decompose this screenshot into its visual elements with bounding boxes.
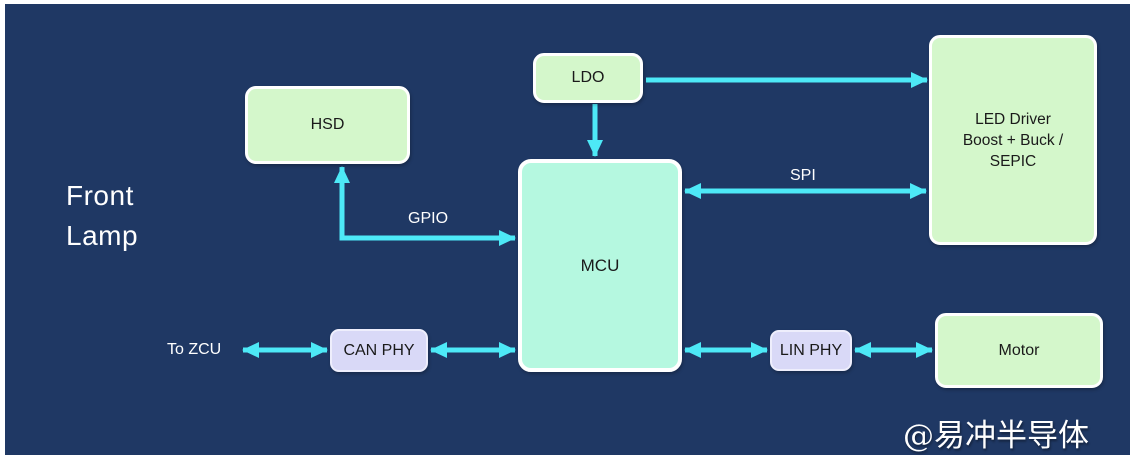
- led-driver-label-line1: LED Driver: [975, 110, 1051, 128]
- block-hsd: HSD: [245, 86, 410, 164]
- ldo-label: LDO: [571, 69, 605, 86]
- block-ldo: LDO: [533, 53, 643, 103]
- block-can-phy: CAN PHY: [330, 329, 428, 372]
- hsd-label: HSD: [310, 116, 345, 133]
- label-to-zcu: To ZCU: [167, 341, 222, 358]
- block-lin-phy: LIN PHY: [770, 330, 852, 371]
- block-mcu: MCU: [518, 159, 682, 372]
- diagram-title: Front Lamp: [66, 176, 138, 256]
- lin-phy-label: LIN PHY: [779, 341, 843, 359]
- block-motor: Motor: [935, 313, 1103, 388]
- watermark: @易冲半导体: [903, 418, 1089, 454]
- can-phy-label: CAN PHY: [343, 341, 415, 359]
- label-gpio: GPIO: [408, 210, 449, 227]
- block-led-driver: LED Driver Boost + Buck / SEPIC: [929, 35, 1097, 245]
- led-driver-label-line3: SEPIC: [989, 152, 1037, 170]
- mcu-label: MCU: [580, 255, 620, 275]
- diagram-title-line1: Front: [66, 180, 134, 211]
- label-spi: SPI: [790, 167, 816, 184]
- led-driver-label-line2: Boost + Buck /: [962, 131, 1064, 149]
- motor-label: Motor: [998, 341, 1040, 359]
- diagram-title-line2: Lamp: [66, 220, 139, 251]
